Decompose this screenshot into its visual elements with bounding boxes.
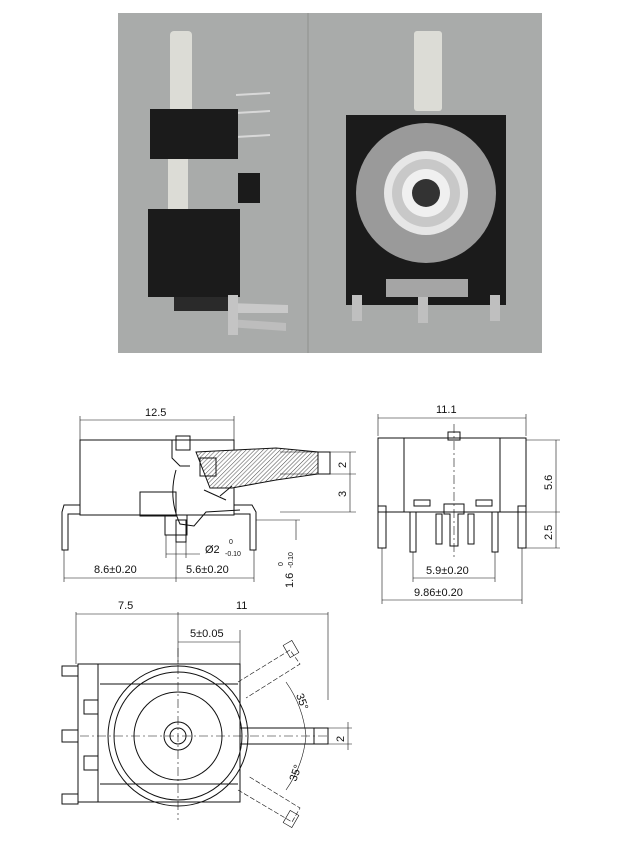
side-width-label: 12.5 — [145, 407, 166, 419]
bottom-left-label: 7.5 — [118, 600, 133, 612]
front-overall-label: 9.86±0.20 — [414, 587, 463, 599]
front-width-label: 11.1 — [436, 404, 457, 416]
photo-side-jack — [148, 31, 288, 335]
side-view: 12.5 2 3 8.6±0.20 5.6±0.20 — [61, 407, 356, 588]
photo-front-jack — [346, 31, 506, 323]
angle-top-label: 35° — [293, 692, 310, 712]
side-height-upper-label: 2 — [337, 462, 349, 468]
product-photo — [118, 13, 542, 353]
dimension-drawing: 12.5 2 3 8.6±0.20 5.6±0.20 — [61, 404, 560, 828]
angle-bottom-label: 35° — [288, 763, 305, 783]
hole-tolerance-top: 0 — [229, 539, 233, 546]
pin-size-label: 1.6 — [284, 573, 296, 588]
front-body-height-label: 5.6 — [543, 475, 555, 490]
side-height-lower-label: 3 — [337, 491, 349, 497]
front-pin-height-label: 2.5 — [543, 525, 555, 540]
bottom-offset-label: 5±0.05 — [190, 628, 224, 640]
pin-tolerance-top: 0 — [278, 562, 285, 566]
hole-diameter-label: Ø2 — [205, 544, 220, 556]
side-right-distance-label: 5.6±0.20 — [186, 564, 229, 576]
hole-tolerance-bottom: -0.10 — [225, 551, 241, 558]
pin-tolerance-bottom: -0.10 — [288, 552, 295, 568]
side-left-distance-label: 8.6±0.20 — [94, 564, 137, 576]
front-pin-spacing-label: 5.9±0.20 — [426, 565, 469, 577]
bottom-right-label: 11 — [236, 600, 247, 612]
lever-width-label: 2 — [335, 736, 347, 742]
front-view: 11.1 5.6 2.5 5.9±0.20 9.86±0.20 — [377, 404, 560, 604]
bottom-view: 7.5 11 5±0.05 35° 35° — [61, 600, 352, 828]
